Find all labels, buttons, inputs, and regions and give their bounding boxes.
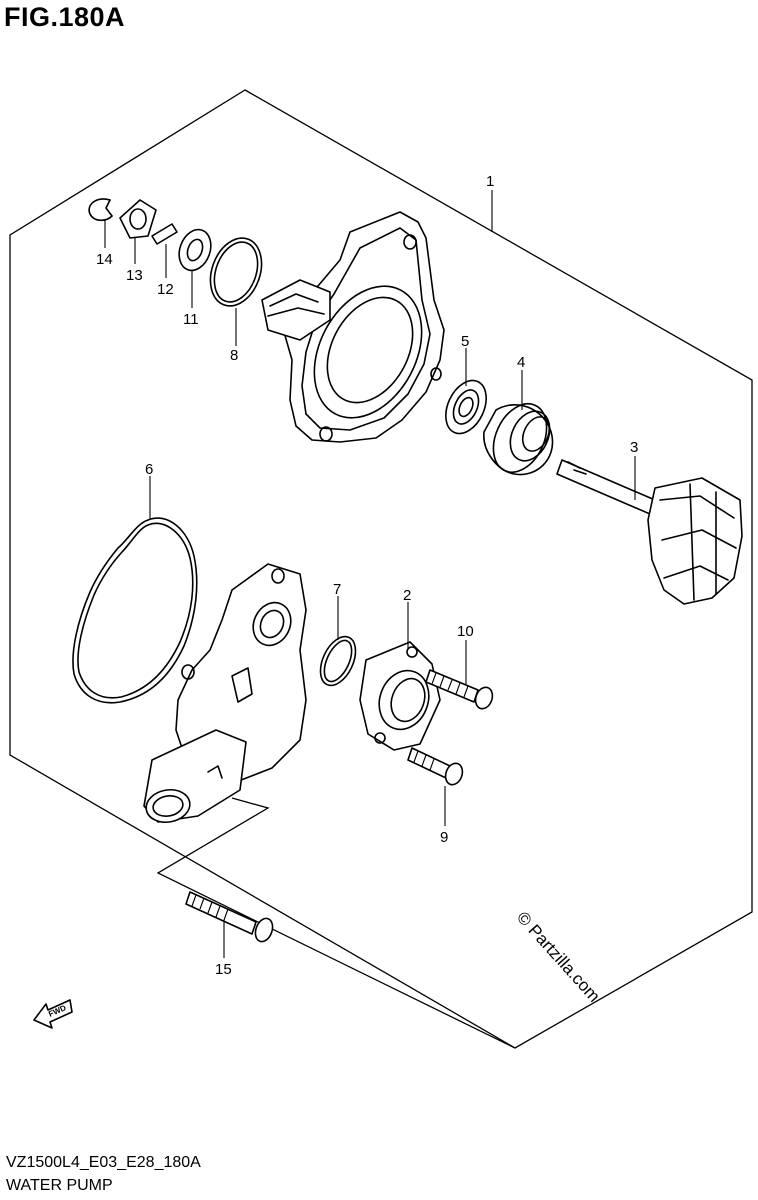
- o-ring-small-part[interactable]: [201, 231, 270, 313]
- callout-2: 2: [403, 587, 411, 604]
- pump-cover-part[interactable]: [143, 563, 307, 826]
- callout-6: 6: [145, 461, 153, 478]
- callout-7: 7: [333, 581, 341, 598]
- bolt-15-part[interactable]: [185, 891, 276, 944]
- pump-body-part[interactable]: [261, 211, 445, 443]
- cam-gear-part[interactable]: [119, 199, 157, 239]
- o-ring-cover-part[interactable]: [313, 631, 362, 691]
- watermark-text: © Partzilla.com: [513, 908, 604, 1006]
- leader-lines: [104, 190, 636, 958]
- oil-seal-part[interactable]: [438, 374, 494, 440]
- callout-14: 14: [96, 251, 113, 268]
- impeller-shaft-part[interactable]: [556, 459, 743, 605]
- bolt-9-part[interactable]: [407, 747, 465, 787]
- callout-11: 11: [183, 311, 199, 328]
- callout-9: 9: [440, 829, 448, 846]
- bolt-subframe: [156, 797, 516, 1049]
- callout-8: 8: [230, 347, 238, 364]
- bolt-10-part[interactable]: [425, 669, 495, 711]
- fwd-arrow-icon: FWD: [33, 999, 73, 1029]
- model-code: VZ1500L4_E03_E28_180A: [6, 1154, 201, 1171]
- mechanical-seal-part[interactable]: [483, 395, 557, 481]
- callout-5: 5: [461, 333, 469, 350]
- section-name: WATER PUMP: [6, 1177, 113, 1194]
- callout-1: 1: [486, 173, 494, 190]
- callout-4: 4: [517, 354, 525, 371]
- callout-3: 3: [630, 439, 638, 456]
- figure-title: FIG.180A: [4, 2, 126, 32]
- callout-12: 12: [157, 281, 174, 298]
- washer-part[interactable]: [174, 225, 217, 275]
- gasket-part[interactable]: [72, 517, 198, 704]
- e-clip-part[interactable]: [88, 198, 113, 222]
- callout-13: 13: [126, 267, 143, 284]
- outlet-cap-part[interactable]: [359, 641, 441, 751]
- pin-part[interactable]: [151, 223, 178, 245]
- callout-10: 10: [457, 623, 474, 640]
- callout-15: 15: [215, 961, 232, 978]
